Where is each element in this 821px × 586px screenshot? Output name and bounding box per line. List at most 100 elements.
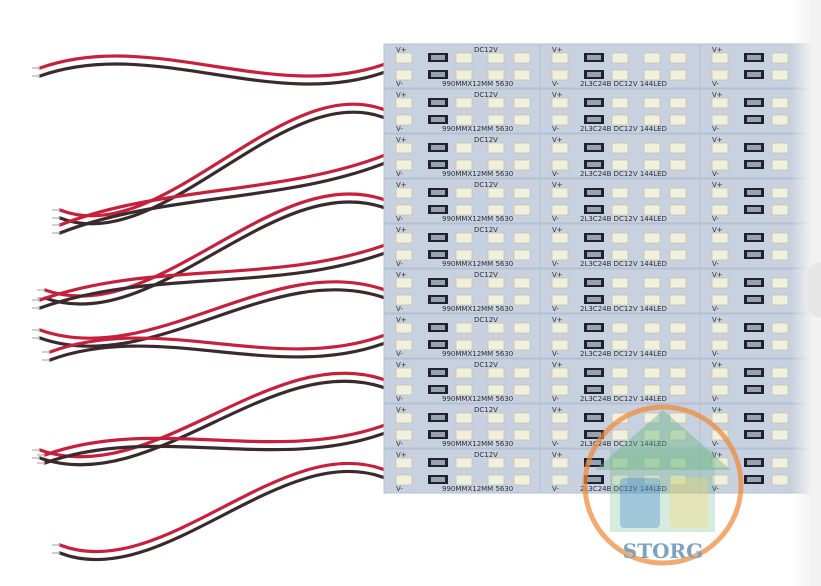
led-chip [669, 384, 687, 396]
mid-code-label: 2L3C24B DC12V 144LED [580, 125, 667, 133]
led-chip [487, 429, 505, 441]
vplus-label: V+ [396, 136, 407, 144]
led-chip [395, 142, 413, 154]
led-chip [395, 294, 413, 306]
mid-code-label: 2L3C24B DC12V 144LED [580, 305, 667, 313]
vplus-label: V+ [552, 451, 563, 459]
scroll-handle[interactable] [807, 262, 821, 318]
led-chip [643, 52, 661, 64]
led-chip [643, 384, 661, 396]
led-chip [611, 457, 629, 469]
led-chip [771, 367, 789, 379]
led-chip [455, 52, 473, 64]
model-label: 990MMX12MM 5630 [442, 485, 513, 493]
led-chip [643, 69, 661, 81]
led-chip [669, 367, 687, 379]
led-chip [487, 457, 505, 469]
led-chip [395, 322, 413, 334]
vminus-label: V- [712, 395, 719, 403]
led-chip [711, 52, 729, 64]
led-chip [771, 232, 789, 244]
led-chip [513, 457, 531, 469]
led-chip [455, 69, 473, 81]
vminus-label: V- [552, 260, 559, 268]
led-chip [771, 339, 789, 351]
led-chip [395, 204, 413, 216]
led-chip [711, 69, 729, 81]
dc-label: DC12V [474, 181, 498, 189]
vminus-label: V- [552, 215, 559, 223]
vplus-label: V+ [552, 361, 563, 369]
vplus-label: V+ [712, 91, 723, 99]
led-chip [669, 429, 687, 441]
led-chip [455, 277, 473, 289]
led-chip [711, 474, 729, 486]
led-chip [551, 412, 569, 424]
led-chip [771, 457, 789, 469]
led-chip [771, 322, 789, 334]
led-chip [771, 52, 789, 64]
led-chip [643, 429, 661, 441]
led-chip [643, 277, 661, 289]
model-label: 990MMX12MM 5630 [442, 125, 513, 133]
led-chip [551, 159, 569, 171]
black-wire [38, 288, 387, 348]
led-chip [455, 384, 473, 396]
vminus-label: V- [396, 170, 403, 178]
led-chip [513, 384, 531, 396]
led-chip [643, 249, 661, 261]
vminus-label: V- [712, 80, 719, 88]
led-chip [669, 69, 687, 81]
led-chip [611, 69, 629, 81]
led-chip [487, 277, 505, 289]
led-chip [611, 114, 629, 126]
led-chip [771, 294, 789, 306]
mid-code-label: 2L3C24B DC12V 144LED [580, 215, 667, 223]
model-label: 990MMX12MM 5630 [442, 350, 513, 358]
dc-label: DC12V [474, 46, 498, 54]
led-chip [771, 114, 789, 126]
led-chip [513, 204, 531, 216]
vplus-label: V+ [712, 136, 723, 144]
led-chip [455, 322, 473, 334]
model-label: 990MMX12MM 5630 [442, 80, 513, 88]
led-chip [643, 412, 661, 424]
led-chip [513, 232, 531, 244]
dc-label: DC12V [474, 226, 498, 234]
mid-code-label: 2L3C24B DC12V 144LED [580, 440, 667, 448]
led-chip [487, 187, 505, 199]
led-chip [455, 159, 473, 171]
storg-watermark-logo: STORG [582, 404, 744, 566]
vplus-label: V+ [552, 136, 563, 144]
led-chip [487, 249, 505, 261]
led-chip [711, 339, 729, 351]
led-chip [455, 97, 473, 109]
wires [32, 54, 387, 562]
black-wire [38, 379, 387, 467]
led-chip [455, 367, 473, 379]
vminus-label: V- [552, 440, 559, 448]
red-wire [38, 371, 387, 459]
led-chip [771, 187, 789, 199]
led-chip [643, 204, 661, 216]
vplus-label: V+ [396, 361, 407, 369]
led-chip [771, 249, 789, 261]
mid-code-label: 2L3C24B DC12V 144LED [580, 395, 667, 403]
led-chip [395, 384, 413, 396]
led-chip [551, 187, 569, 199]
vminus-label: V- [396, 485, 403, 493]
led-chip [551, 277, 569, 289]
mid-code-label: 2L3C24B DC12V 144LED [580, 170, 667, 178]
led-chip [513, 97, 531, 109]
led-chip [487, 97, 505, 109]
led-chip [513, 339, 531, 351]
led-chip [455, 187, 473, 199]
vminus-label: V- [712, 485, 719, 493]
led-chip [669, 232, 687, 244]
led-chip [611, 142, 629, 154]
led-chip [487, 52, 505, 64]
